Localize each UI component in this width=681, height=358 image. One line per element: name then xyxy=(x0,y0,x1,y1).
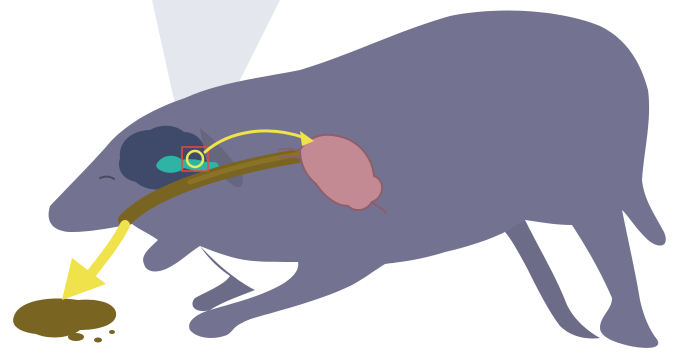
vomit-drop xyxy=(109,330,115,334)
vomit-drop xyxy=(94,338,102,343)
vomit-drop xyxy=(68,333,84,341)
vomit-arrow-icon xyxy=(88,225,125,278)
vomit-puddle xyxy=(13,299,116,338)
